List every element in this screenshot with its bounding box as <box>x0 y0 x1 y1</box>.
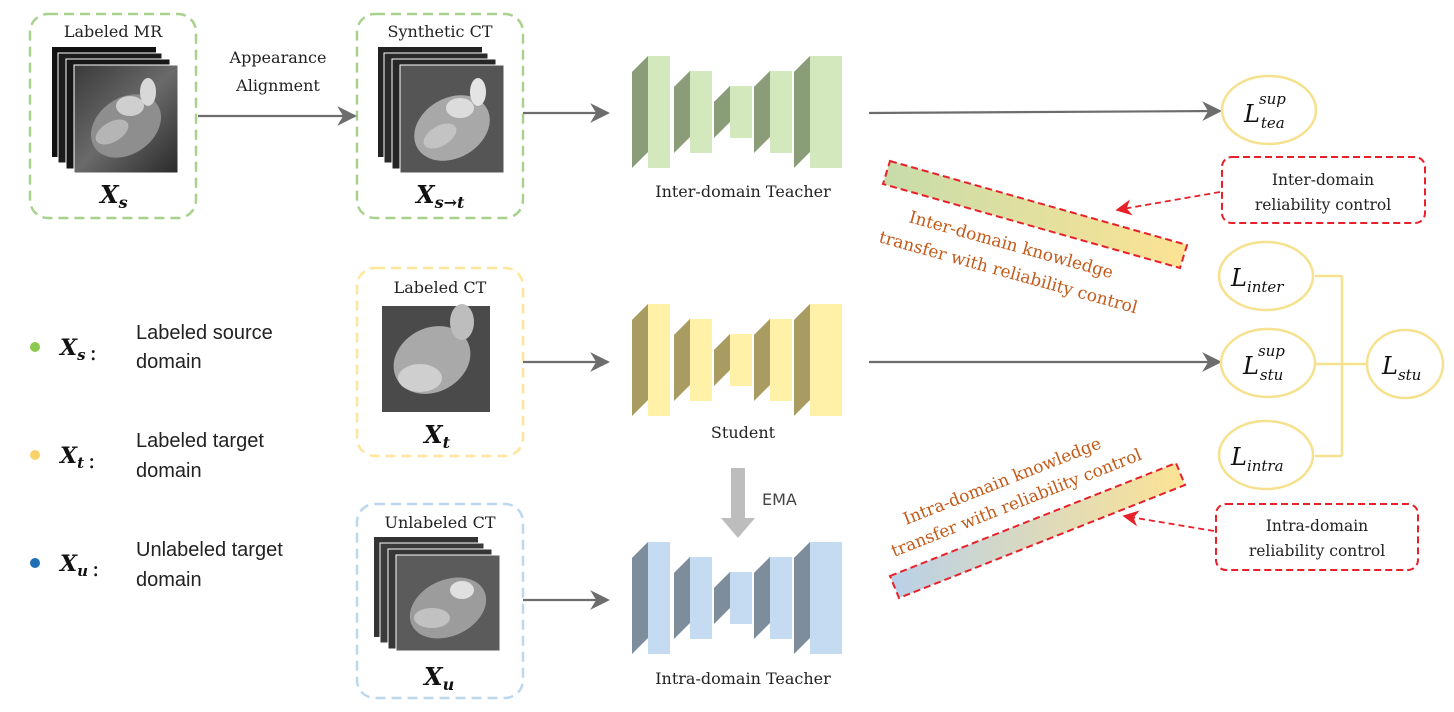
labeled-mr-label: Labeled MR <box>64 22 163 41</box>
inter-control-text-1: Inter-domain <box>1272 171 1374 189</box>
legend: Xs: Labeled source domain Xt: Labeled ta… <box>30 322 283 591</box>
network-block-front <box>690 319 712 401</box>
intra-transfer-bar <box>888 461 1187 600</box>
network-block-front <box>810 56 842 168</box>
unlabeled-ct-scan-stack <box>374 537 501 652</box>
alignment-label-1: Appearance <box>229 48 327 67</box>
teacher-to-loss-arrow <box>868 101 1222 122</box>
intra-domain-teacher-network <box>632 542 842 654</box>
xu-var: Xu <box>422 662 454 694</box>
network-block-front <box>690 71 712 153</box>
labeled-ct-scan <box>382 304 490 412</box>
network-block-side <box>794 304 810 416</box>
legend-dot-source <box>30 342 40 352</box>
network-block-side <box>632 542 648 654</box>
network-block-front <box>648 542 670 654</box>
student-network <box>632 304 842 416</box>
network-block-front <box>770 319 792 401</box>
synthetic-ct-input-box <box>355 12 525 220</box>
network-block-front <box>770 557 792 639</box>
mr-scan-stack <box>52 47 179 174</box>
intra-reliability-box <box>1215 503 1419 571</box>
labeled-ct-input-box <box>355 266 525 458</box>
loss-inter-circle <box>1217 240 1315 312</box>
network-block-side <box>754 71 770 153</box>
network-block-side <box>754 557 770 639</box>
ema-arrow <box>721 468 755 538</box>
inter-reliability-box <box>1221 156 1426 224</box>
network-block-front <box>730 334 752 386</box>
loss-inter: Linter <box>1230 264 1284 296</box>
network-block-front <box>730 572 752 624</box>
synthetic-ct-label: Synthetic CT <box>387 22 492 41</box>
legend-var-target: Xt: <box>58 443 95 474</box>
alignment-label-2: Alignment <box>235 76 320 95</box>
inter-teacher-label: Inter-domain Teacher <box>655 182 831 201</box>
network-block-side <box>794 542 810 654</box>
network-block-front <box>770 71 792 153</box>
network-block-front <box>648 304 670 416</box>
synthetic-ct-scan-stack <box>378 47 505 174</box>
network-block-side <box>632 56 648 168</box>
network-block-side <box>674 319 690 401</box>
network-block-side <box>794 56 810 168</box>
inter-control-arrow <box>1115 191 1221 216</box>
unlabeled-ct-input-box <box>355 502 525 700</box>
legend-label-unlabeled-2: domain <box>136 569 202 591</box>
loss-stu-circle <box>1365 328 1445 400</box>
intra-teacher-label: Intra-domain Teacher <box>655 669 831 688</box>
legend-label-target-2: domain <box>136 460 202 482</box>
mr-input-box <box>28 12 198 220</box>
intra-control-text-2: reliability control <box>1249 542 1385 560</box>
legend-label-target-1: Labeled target <box>136 430 264 452</box>
loss-intra: Lintra <box>1230 443 1284 475</box>
network-block-front <box>810 304 842 416</box>
network-block-side <box>674 71 690 153</box>
legend-var-source: Xs: <box>58 335 97 366</box>
intra-control-arrow <box>1122 510 1215 532</box>
legend-dot-target <box>30 450 40 460</box>
ema-label: EMA <box>762 490 797 509</box>
legend-label-source-2: domain <box>136 351 202 373</box>
student-label: Student <box>711 423 776 442</box>
loss-intra-circle <box>1217 419 1315 491</box>
network-block-front <box>690 557 712 639</box>
intra-control-text-1: Intra-domain <box>1266 517 1368 535</box>
loss-stu-sup-circle <box>1219 327 1317 399</box>
inter-transfer-bar <box>881 159 1189 270</box>
network-block-side <box>674 557 690 639</box>
unlabeled-ct-label: Unlabeled CT <box>385 513 496 532</box>
labeled-ct-label: Labeled CT <box>394 278 487 297</box>
legend-label-unlabeled-1: Unlabeled target <box>136 539 283 561</box>
loss-tea-sup-circle <box>1220 74 1318 146</box>
legend-label-source-1: Labeled source <box>136 322 273 344</box>
network-block-front <box>810 542 842 654</box>
xst-var: Xs→t <box>414 180 465 212</box>
inter-control-text-2: reliability control <box>1255 196 1391 214</box>
xt-var: Xt <box>422 420 451 452</box>
network-block-front <box>648 56 670 168</box>
legend-dot-unlabeled <box>30 558 40 568</box>
inter-domain-teacher-network <box>632 56 842 168</box>
network-block-side <box>632 304 648 416</box>
network-block-front <box>730 86 752 138</box>
loss-stu: Lstu <box>1381 352 1421 384</box>
xs-var: Xs <box>98 180 128 212</box>
legend-var-unlabeled: Xu: <box>58 551 99 582</box>
network-block-side <box>754 319 770 401</box>
